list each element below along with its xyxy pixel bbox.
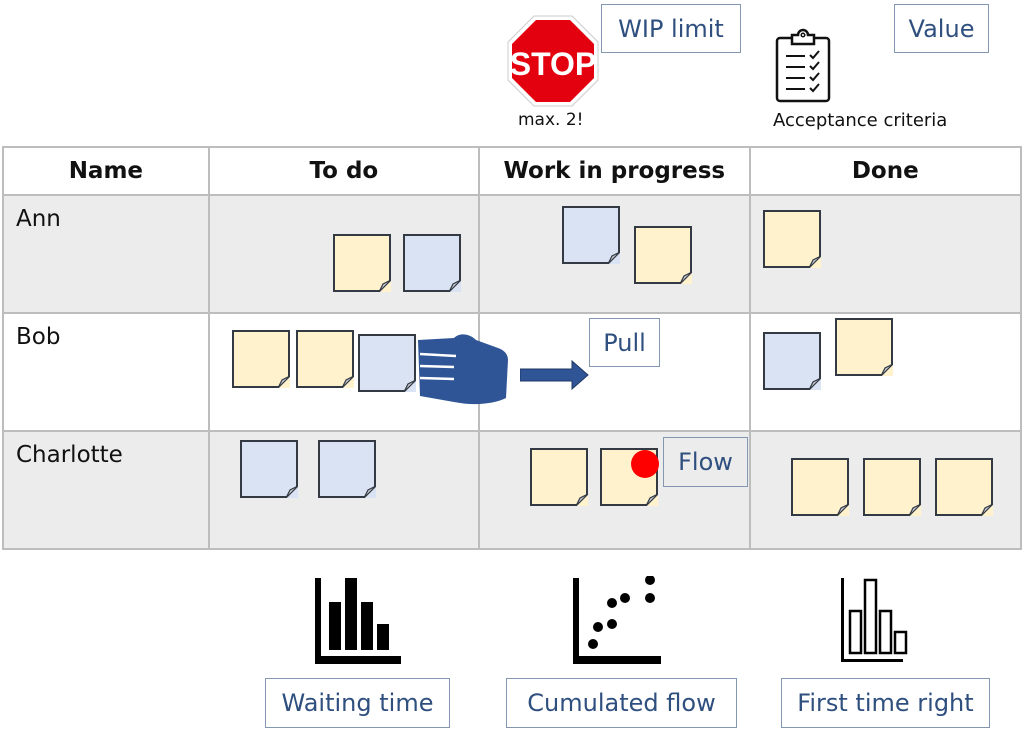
cell-wip bbox=[478, 194, 751, 314]
folded-corner-icon bbox=[880, 364, 893, 376]
pull-arrow-icon bbox=[519, 359, 590, 391]
flow-label: Flow bbox=[663, 437, 748, 487]
column-header-name: Name bbox=[2, 146, 210, 196]
sticky-note-yellow[interactable] bbox=[834, 318, 893, 376]
sticky-note-blue[interactable] bbox=[357, 334, 416, 392]
folded-corner-icon bbox=[363, 486, 376, 498]
folded-corner-icon bbox=[341, 376, 354, 388]
column-header-todo: To do bbox=[207, 146, 481, 196]
sticky-note-yellow[interactable] bbox=[762, 210, 821, 268]
value-label: Value bbox=[894, 4, 989, 53]
folded-corner-icon bbox=[403, 380, 416, 392]
cell-todo bbox=[207, 430, 481, 550]
scatter-chart-icon bbox=[573, 575, 663, 666]
row-name: Ann bbox=[2, 194, 210, 314]
folded-corner-icon bbox=[277, 376, 290, 388]
folded-corner-icon bbox=[908, 504, 921, 516]
row-name: Bob bbox=[2, 312, 210, 432]
folded-corner-icon bbox=[980, 504, 993, 516]
folded-corner-icon bbox=[608, 252, 621, 264]
sticky-note-yellow[interactable] bbox=[530, 448, 589, 506]
sticky-note-blue[interactable] bbox=[762, 332, 821, 390]
cell-wip bbox=[478, 312, 751, 432]
pulling-hand-icon bbox=[414, 332, 510, 406]
sticky-note-yellow[interactable] bbox=[332, 234, 391, 292]
metric-label-cumulated-flow: Cumulated flow bbox=[506, 678, 737, 728]
folded-corner-icon bbox=[836, 504, 849, 516]
bar-chart-outline-icon bbox=[841, 576, 931, 666]
folded-corner-icon bbox=[680, 272, 693, 284]
metric-label-first-time-right: First time right bbox=[781, 678, 990, 728]
clipboard-checklist-icon bbox=[774, 28, 834, 104]
cell-done bbox=[748, 194, 1023, 314]
sticky-note-yellow[interactable] bbox=[634, 226, 693, 284]
cell-done bbox=[748, 312, 1023, 432]
wip-limit-caption: max. 2! bbox=[518, 110, 584, 130]
stop-sign-icon: STOP bbox=[506, 14, 600, 108]
board-row-ann: Ann bbox=[2, 194, 1023, 314]
board-row-bob: Bob bbox=[2, 312, 1023, 432]
sticky-note-blue[interactable] bbox=[562, 206, 621, 264]
sticky-note-yellow[interactable] bbox=[790, 458, 849, 516]
row-name: Charlotte bbox=[2, 430, 210, 550]
metric-label-waiting-time: Waiting time bbox=[265, 678, 450, 728]
column-header-wip: Work in progress bbox=[478, 146, 751, 196]
sticky-note-yellow[interactable] bbox=[231, 330, 290, 388]
kanban-board: Name To do Work in progress Done Ann Bob… bbox=[2, 146, 1023, 550]
cell-done bbox=[748, 430, 1023, 550]
folded-corner-icon bbox=[808, 378, 821, 390]
board-row-charlotte: Charlotte bbox=[2, 430, 1023, 550]
folded-corner-icon bbox=[576, 494, 589, 506]
acceptance-criteria-caption: Acceptance criteria bbox=[773, 110, 948, 131]
column-header-done: Done bbox=[748, 146, 1023, 196]
folded-corner-icon bbox=[285, 486, 298, 498]
wip-limit-label: WIP limit bbox=[601, 4, 741, 53]
sticky-note-yellow[interactable] bbox=[934, 458, 993, 516]
cell-todo bbox=[207, 194, 481, 314]
sticky-note-yellow[interactable] bbox=[862, 458, 921, 516]
sticky-note-blue[interactable] bbox=[239, 440, 298, 498]
pull-label: Pull bbox=[589, 318, 660, 367]
sticky-note-yellow[interactable] bbox=[295, 330, 354, 388]
stop-sign-text: STOP bbox=[510, 46, 597, 82]
board-header-row: Name To do Work in progress Done bbox=[2, 146, 1023, 196]
sticky-note-blue[interactable] bbox=[317, 440, 376, 498]
sticky-note-blue[interactable] bbox=[402, 234, 461, 292]
folded-corner-icon bbox=[448, 280, 461, 292]
folded-corner-icon bbox=[378, 280, 391, 292]
blocker-dot bbox=[631, 450, 659, 478]
folded-corner-icon bbox=[808, 256, 821, 268]
folded-corner-icon bbox=[646, 494, 659, 506]
bar-chart-filled-icon bbox=[313, 576, 403, 666]
